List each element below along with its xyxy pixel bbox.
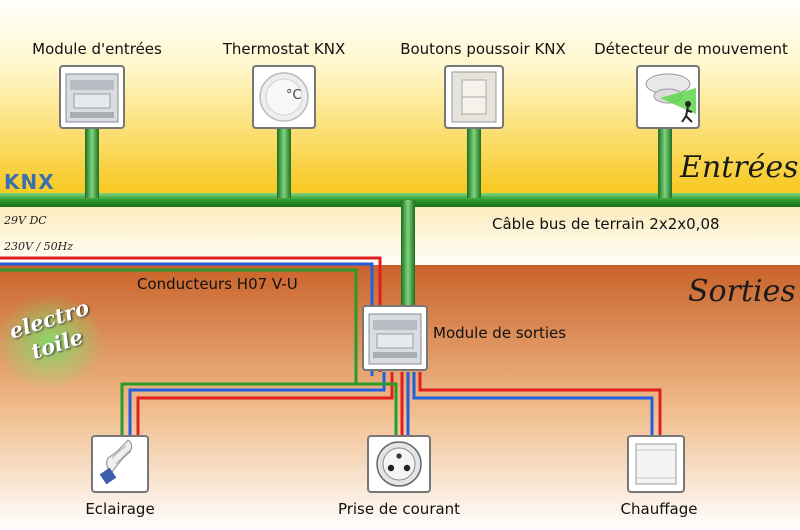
heating-phase-wire [418,372,662,440]
light-bulb-device [91,435,149,493]
bus-drop-push-buttons [467,128,481,198]
lighting-label: Eclairage [85,500,155,518]
bus-drop-thermostat [277,128,291,198]
bus-voltage-label: 29V DC [4,214,47,227]
motion-detector-device [636,65,700,129]
input-module-label: Module d'entrées [32,40,162,58]
push-buttons-label: Boutons poussoir KNX [400,40,566,58]
outputs-section-title: Sorties [688,274,796,309]
watermark-glow [0,294,105,390]
output-module-label: Module de sorties [433,324,567,342]
heating-neutral-wire [412,372,654,440]
radiator-device [627,435,685,493]
conductors-label: Conducteurs H07 V-U [137,275,298,293]
thermostat-glyph: °C [286,88,302,103]
motion-detector-label: Détecteur de mouvement [594,40,788,58]
input-module-device [59,65,125,129]
bus-zone-background [0,200,800,265]
thermostat-label: Thermostat KNX [222,40,346,58]
knx-bus-line [0,193,800,207]
push-buttons-device [444,65,504,129]
thermostat-device [252,65,316,129]
bus-drop-output-module [401,200,415,310]
inputs-section-title: Entrées [680,150,799,185]
heating-label: Chauffage [620,500,698,518]
socket-earth-wire [356,382,398,440]
bus-drop-input-module [85,128,99,198]
lighting-neutral-wire [128,372,386,440]
power-outlet-device [367,435,431,493]
bus-cable-label: Câble bus de terrain 2x2x0,08 [492,215,720,233]
knx-logo: KNX [4,170,55,194]
outlet-label: Prise de courant [337,500,461,518]
mains-voltage-label: 230V / 50Hz [4,240,74,253]
output-module-device [362,305,428,371]
bus-drop-motion-detector [658,128,672,198]
